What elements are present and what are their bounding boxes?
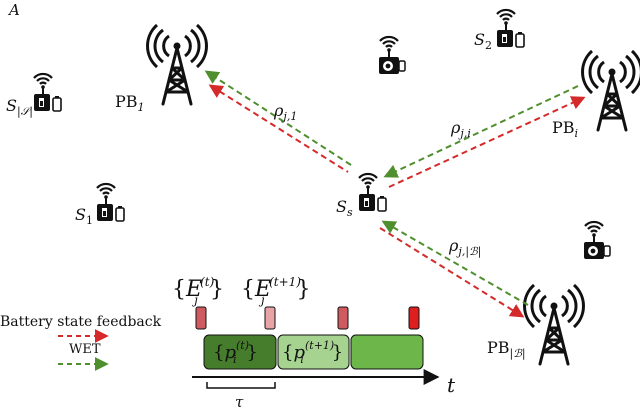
sensor-icon-ss <box>359 174 386 211</box>
tau-label: τ <box>235 393 244 411</box>
panel-letter: A <box>7 1 20 19</box>
tau-brace <box>206 382 276 389</box>
wet-arrow-pb1 <box>204 70 352 166</box>
legend-feedback-label: Battery state feedback <box>0 314 162 330</box>
label-pbi: PBi <box>552 118 578 140</box>
tower-icon-pbi <box>581 49 640 132</box>
wet-arrow-pbi <box>383 85 579 178</box>
label-rho-jB: ρj,|ℬ| <box>448 236 481 259</box>
sensor-icon-sS <box>34 74 61 111</box>
label-rho-ji: ρj,i <box>450 118 471 140</box>
label-energy-t1: {E(t+1)j} <box>241 275 311 307</box>
label-ss: Ss <box>336 197 353 219</box>
label-energy-t: {E(t)j} <box>172 275 224 307</box>
feedback-bar-1 <box>195 306 207 330</box>
feedback-arrow-pbi <box>388 96 586 188</box>
feedback-bar-4 <box>408 306 420 330</box>
feedback-bar-3 <box>337 306 349 330</box>
tower-icon-pbB <box>523 283 585 366</box>
label-s2: S2 <box>474 30 492 52</box>
sensor-icon-s2 <box>497 10 524 47</box>
label-pb1: PB1 <box>115 92 145 114</box>
feedback-bar-2 <box>264 306 276 330</box>
sensor-icon-s1 <box>97 184 124 221</box>
tower-icon-pb1 <box>146 23 208 106</box>
legend-wet-label: WET <box>69 342 101 357</box>
feedback-arrow-pbB <box>379 227 525 318</box>
label-pbB: PB|ℬ| <box>487 338 526 361</box>
wet-slot-t <box>203 334 277 370</box>
feedback-arrow-pb1 <box>208 84 349 173</box>
label-s1: S1 <box>75 205 93 227</box>
wet-slot-t2 <box>350 334 424 370</box>
wet-arrow-pbB <box>381 220 529 306</box>
label-sS: S|𝒮| <box>6 96 33 119</box>
wet-slot-t1 <box>277 334 350 370</box>
label-power-t: {p(t)i} <box>213 339 258 366</box>
label-rho-j1: ρj,1 <box>273 101 297 123</box>
camera-sensor-icon-top <box>379 37 405 74</box>
camera-sensor-icon-right <box>584 222 610 259</box>
time-axis-label: t <box>447 373 456 397</box>
